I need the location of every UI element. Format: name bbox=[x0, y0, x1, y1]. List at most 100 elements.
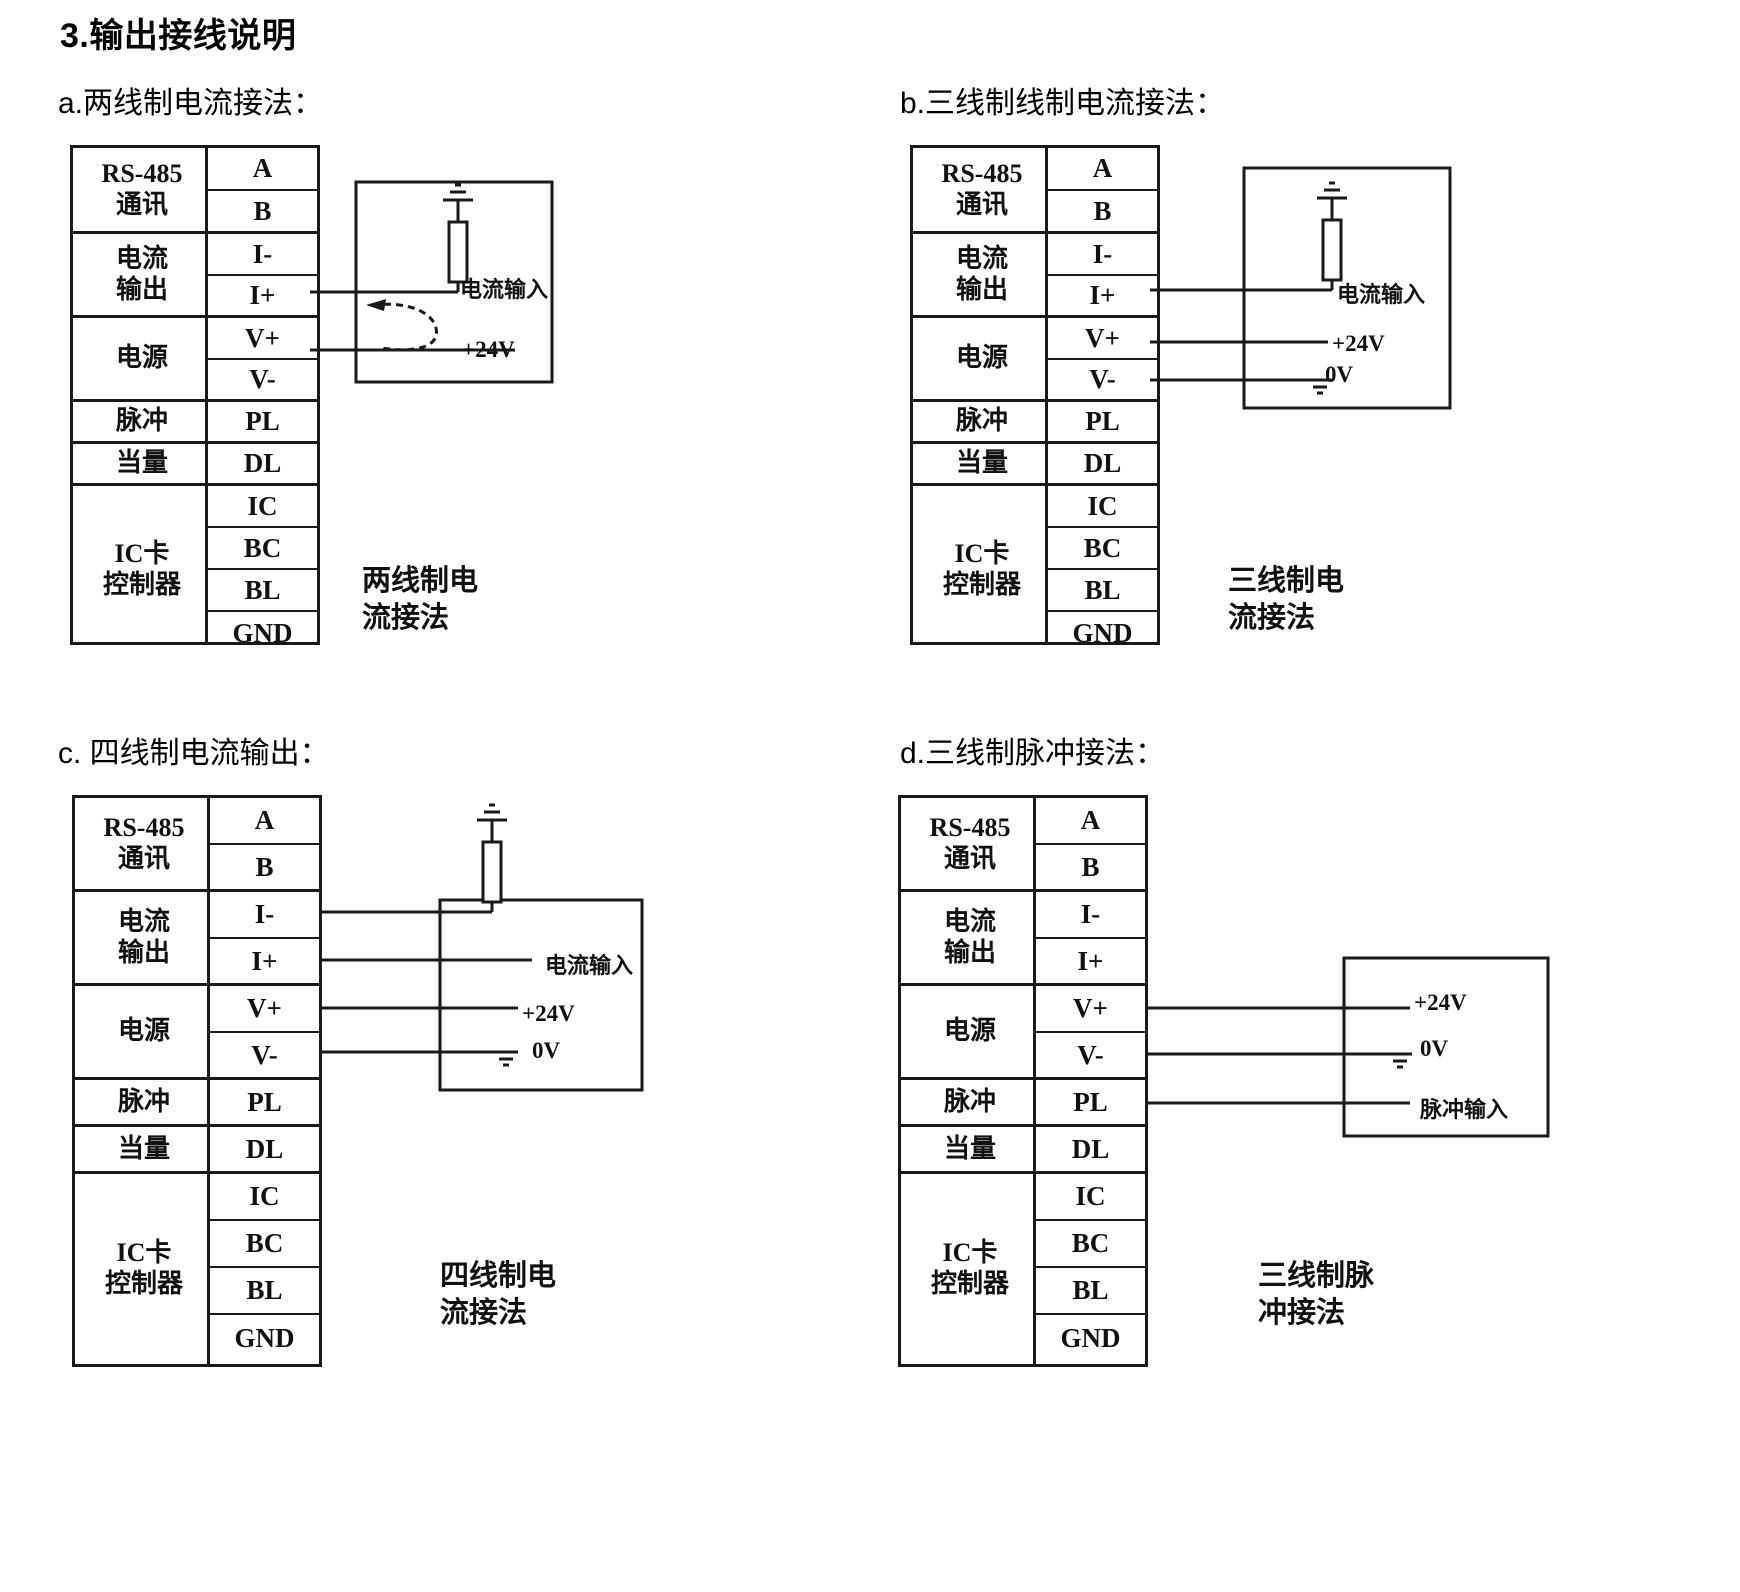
group-dl-b: 当量 bbox=[913, 444, 1051, 486]
group-pulse-c: 脉冲 bbox=[75, 1080, 213, 1127]
caption-b: 三线制电 流接法 bbox=[1228, 563, 1344, 637]
group-pulse-b: 脉冲 bbox=[913, 402, 1051, 444]
ground-icon bbox=[494, 1050, 518, 1067]
caption-line: 两线制电 bbox=[362, 565, 479, 597]
group-line: 电流 bbox=[117, 906, 170, 936]
group-current-output-b: 电流输出 bbox=[913, 234, 1051, 318]
pin-column-b: A B I- I+ V+ V- PL DL IC BC BL GND bbox=[1045, 148, 1157, 648]
group-pulse-a: 脉冲 bbox=[73, 402, 211, 444]
group-line: IC卡 bbox=[954, 539, 1010, 569]
pin-gnd: GND bbox=[232, 617, 293, 648]
caption-d: 三线制脉 冲接法 bbox=[1258, 1258, 1374, 1332]
group-line: 当量 bbox=[117, 1133, 170, 1163]
pin-column-d: A B I- I+ V+ V- PL DL IC BC BL GND bbox=[1033, 798, 1145, 1364]
group-line: RS-485 bbox=[941, 158, 1023, 188]
label-24v-d: +24V bbox=[1414, 990, 1467, 1015]
group-power-b: 电源 bbox=[913, 318, 1051, 402]
pin-bc: BC bbox=[1036, 1221, 1145, 1268]
pin-v-plus: V+ bbox=[1048, 318, 1157, 360]
ground-icon bbox=[1308, 378, 1332, 395]
group-line: 控制器 bbox=[104, 1269, 183, 1298]
pin-b: B bbox=[1036, 845, 1145, 892]
caption-line: 三线制脉 bbox=[1258, 1260, 1375, 1292]
pin-pl: PL bbox=[208, 402, 317, 444]
label-0v-d: 0V bbox=[1420, 1036, 1449, 1061]
pin-i-plus: I+ bbox=[210, 939, 319, 986]
pin-i-plus: I+ bbox=[1036, 939, 1145, 986]
pin-b: B bbox=[1048, 191, 1157, 234]
caption-line: 冲接法 bbox=[1258, 1297, 1346, 1330]
group-line: IC卡 bbox=[942, 1238, 998, 1268]
pin-b: B bbox=[210, 845, 319, 892]
group-line: RS-485 bbox=[929, 812, 1011, 842]
pin-gnd: GND bbox=[234, 1323, 295, 1353]
group-line: 电源 bbox=[115, 343, 168, 373]
label-24v-a: +24V bbox=[462, 337, 515, 362]
group-current-output-a: 电流输出 bbox=[73, 234, 211, 318]
group-line: 输出 bbox=[955, 274, 1008, 304]
pin-ic: IC bbox=[1036, 1174, 1145, 1221]
caption-line: 流接法 bbox=[1228, 602, 1316, 635]
label-pulse-input-d: 脉冲输入 bbox=[1420, 1097, 1509, 1122]
pin-a: A bbox=[210, 798, 319, 845]
pin-dl: DL bbox=[210, 1127, 319, 1174]
pin-pl: PL bbox=[210, 1080, 319, 1127]
pin-v-plus: V+ bbox=[1036, 986, 1145, 1033]
group-line: 控制器 bbox=[930, 1269, 1009, 1298]
pin-v-plus: V+ bbox=[210, 986, 319, 1033]
label-current-input-a: 电流输入 bbox=[460, 277, 549, 302]
group-dl-a: 当量 bbox=[73, 444, 211, 486]
group-line: 脉冲 bbox=[955, 406, 1008, 436]
pin-b: B bbox=[208, 191, 317, 234]
ground-icon bbox=[443, 183, 473, 202]
caption-line: 三线制电 bbox=[1228, 565, 1345, 597]
arrow-head-icon bbox=[366, 299, 386, 311]
caption-line: 四线制电 bbox=[440, 1260, 557, 1292]
pin-dl: DL bbox=[208, 444, 317, 486]
group-line: 通讯 bbox=[943, 843, 996, 873]
pin-dl: DL bbox=[1048, 444, 1157, 486]
label-24v-b: +24V bbox=[1332, 331, 1385, 356]
pin-a: A bbox=[1048, 148, 1157, 191]
resistor-icon bbox=[481, 840, 503, 904]
group-power-a: 电源 bbox=[73, 318, 211, 402]
pin-bc: BC bbox=[208, 528, 317, 570]
group-line: 输出 bbox=[117, 937, 170, 967]
pin-i-plus: I+ bbox=[1048, 276, 1157, 318]
group-ic-card-c: IC卡控制器 bbox=[75, 1174, 213, 1364]
group-line: 控制器 bbox=[942, 570, 1021, 599]
group-line: 控制器 bbox=[102, 570, 181, 599]
group-line: 电源 bbox=[955, 343, 1008, 373]
pin-pl: PL bbox=[1036, 1080, 1145, 1127]
group-power-c: 电源 bbox=[75, 986, 213, 1080]
pin-gnd: GND bbox=[1072, 617, 1133, 648]
pin-bl: BL bbox=[1048, 570, 1157, 612]
group-ic-card-b: IC卡控制器 bbox=[913, 486, 1051, 654]
pin-column-a: A B I- I+ V+ V- PL DL IC BC BL GND bbox=[205, 148, 317, 648]
group-ic-card-d: IC卡控制器 bbox=[901, 1174, 1039, 1364]
pin-v-minus: V- bbox=[1036, 1033, 1145, 1080]
group-line: 当量 bbox=[943, 1133, 996, 1163]
diagram-b-title: b.三线制线制电流接法： bbox=[900, 87, 1226, 120]
group-line: 电流 bbox=[115, 243, 168, 273]
pin-bl: BL bbox=[208, 570, 317, 612]
circuit-a bbox=[310, 160, 570, 400]
circuit-c bbox=[322, 790, 662, 1100]
circuit-b bbox=[1150, 140, 1452, 420]
diagram-c-title: c. 四线制电流输出： bbox=[58, 737, 330, 770]
ground-icon bbox=[1388, 1052, 1412, 1069]
pin-bc: BC bbox=[1048, 528, 1157, 570]
pin-v-minus: V- bbox=[208, 360, 317, 402]
pin-a: A bbox=[1036, 798, 1145, 845]
diagram-a-title: a.两线制电流接法： bbox=[58, 87, 324, 120]
pin-i-minus: I- bbox=[208, 234, 317, 276]
pin-ic: IC bbox=[208, 486, 317, 528]
group-line: IC卡 bbox=[114, 539, 170, 569]
